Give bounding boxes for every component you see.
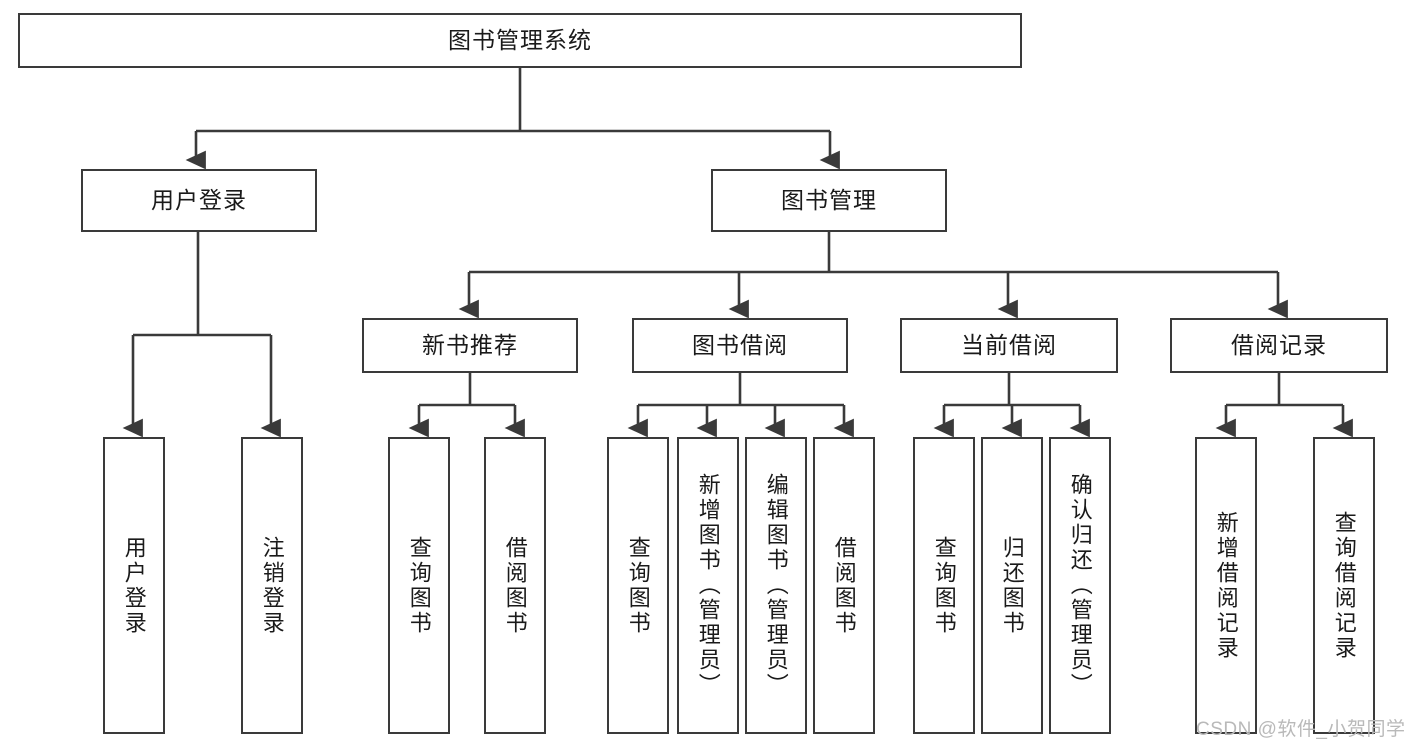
leaf-edit-book-label: 编辑图书（管理员） xyxy=(763,473,789,698)
leaf-confirm-return[interactable]: 确认归还（管理员） xyxy=(1049,437,1111,734)
node-current-borrow[interactable]: 当前借阅 xyxy=(900,318,1118,373)
leaf-query-book-2[interactable]: 查询图书 xyxy=(607,437,669,734)
leaf-query-record-label: 查询借阅记录 xyxy=(1331,510,1357,661)
leaf-user-logout[interactable]: 注销登录 xyxy=(241,437,303,734)
leaf-add-record[interactable]: 新增借阅记录 xyxy=(1195,437,1257,734)
node-book-borrow-label: 图书借阅 xyxy=(692,331,788,358)
leaf-query-record[interactable]: 查询借阅记录 xyxy=(1313,437,1375,734)
leaf-edit-book[interactable]: 编辑图书（管理员） xyxy=(745,437,807,734)
leaf-return-book[interactable]: 归还图书 xyxy=(981,437,1043,734)
leaf-user-logout-label: 注销登录 xyxy=(259,535,285,636)
node-book-borrow[interactable]: 图书借阅 xyxy=(632,318,848,373)
leaf-borrow-book-1-label: 借阅图书 xyxy=(502,535,528,636)
leaf-add-book-label: 新增图书（管理员） xyxy=(695,473,721,698)
leaf-add-record-label: 新增借阅记录 xyxy=(1213,510,1239,661)
node-new-book-recommend[interactable]: 新书推荐 xyxy=(362,318,578,373)
node-borrow-record[interactable]: 借阅记录 xyxy=(1170,318,1388,373)
node-book-manage-label: 图书管理 xyxy=(781,186,877,213)
node-new-book-recommend-label: 新书推荐 xyxy=(422,331,518,358)
leaf-borrow-book-2-label: 借阅图书 xyxy=(831,535,857,636)
leaf-query-book-3[interactable]: 查询图书 xyxy=(913,437,975,734)
leaf-borrow-book-2[interactable]: 借阅图书 xyxy=(813,437,875,734)
node-borrow-record-label: 借阅记录 xyxy=(1231,331,1327,358)
leaf-query-book-1-label: 查询图书 xyxy=(406,535,432,636)
leaf-add-book[interactable]: 新增图书（管理员） xyxy=(677,437,739,734)
node-root-label: 图书管理系统 xyxy=(448,26,592,53)
leaf-return-book-label: 归还图书 xyxy=(999,535,1025,636)
node-current-borrow-label: 当前借阅 xyxy=(961,331,1057,358)
leaf-query-book-1[interactable]: 查询图书 xyxy=(388,437,450,734)
node-root[interactable]: 图书管理系统 xyxy=(18,13,1022,68)
leaf-query-book-2-label: 查询图书 xyxy=(625,535,651,636)
watermark: CSDN @软件_小贺同学 xyxy=(1196,719,1405,740)
node-user-login-label: 用户登录 xyxy=(151,186,247,213)
node-book-manage[interactable]: 图书管理 xyxy=(711,169,947,232)
leaf-query-book-3-label: 查询图书 xyxy=(931,535,957,636)
leaf-user-login[interactable]: 用户登录 xyxy=(103,437,165,734)
leaf-confirm-return-label: 确认归还（管理员） xyxy=(1067,473,1093,698)
leaf-borrow-book-1[interactable]: 借阅图书 xyxy=(484,437,546,734)
leaf-user-login-label: 用户登录 xyxy=(121,535,147,636)
node-user-login[interactable]: 用户登录 xyxy=(81,169,317,232)
